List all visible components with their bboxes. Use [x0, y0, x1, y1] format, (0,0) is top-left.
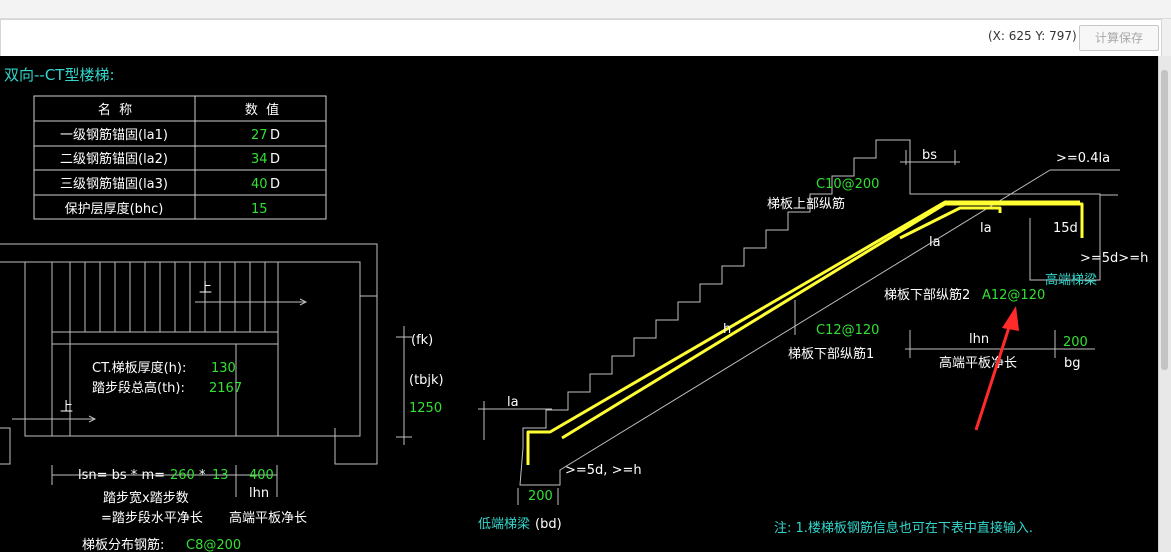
height-label: 踏步段总高(th):	[92, 380, 185, 396]
plan-up-label: 上	[60, 400, 73, 415]
distribution-rebar-value[interactable]: C8@200	[186, 538, 241, 552]
stair-section-view: bs >=0.4la C10@200 梯板上部纵筋 la la 15d >=5d…	[478, 139, 1148, 532]
upper-rebar	[561, 202, 1084, 440]
table-row-value[interactable]: 15	[251, 202, 268, 217]
section-stair-steps	[522, 139, 1101, 448]
plan-lhn-value[interactable]: 400	[249, 468, 274, 483]
height-value[interactable]: 2167	[209, 381, 242, 396]
lower-rebar-2	[899, 206, 1002, 240]
low-beam-width-value[interactable]: 200	[528, 489, 553, 504]
toolbar	[0, 19, 1162, 57]
top-rebar-value[interactable]: C10@200	[816, 177, 879, 192]
scrollbar-thumb[interactable]	[1161, 70, 1168, 370]
calculate-save-button[interactable]: 计算保存	[1079, 25, 1159, 51]
bottom-rebar-1-value[interactable]: C12@120	[816, 323, 879, 338]
table-row-name: 三级钢筋锚固(la3)	[60, 176, 168, 192]
window-top-strip	[0, 0, 1171, 19]
fk-label: (fk)	[411, 333, 433, 348]
stair-plan-view: 上 上 CT.梯板厚度(h): 130 踏步段总高(th): 2167 (fk)…	[0, 243, 444, 552]
table-row-unit: D	[270, 177, 280, 192]
top-rebar-label: 梯板上部纵筋	[767, 196, 845, 212]
bottom-rebar-2-label: 梯板下部纵筋2	[884, 287, 970, 303]
table-row-name: 保护层厚度(bhc)	[65, 201, 164, 217]
anchor-04la-label: >=0.4la	[1056, 151, 1110, 166]
table-row-value[interactable]: 34	[251, 152, 268, 167]
table-row-name: 一级钢筋锚固(la1)	[60, 127, 168, 143]
tbjk-value[interactable]: 1250	[409, 401, 442, 416]
low-hook-label: >=5d, >=h	[565, 463, 642, 478]
lsn-formula-label: lsn= bs * m=	[78, 468, 165, 483]
anchor-la-label: la	[980, 221, 992, 236]
stair-drawing: 双向--CT型楼梯: 名 称 数 值 一级钢筋锚固(la1) 27 D 二级钢筋…	[0, 66, 1148, 552]
thickness-label: CT.梯板厚度(h):	[92, 360, 186, 376]
red-arrow-annotation	[974, 306, 1019, 431]
parameter-table: 名 称 数 值 一级钢筋锚固(la1) 27 D 二级钢筋锚固(la2) 34 …	[33, 95, 327, 220]
times-sign: *	[199, 468, 206, 483]
thickness-h-label: h	[723, 322, 731, 337]
plan-platform-length: 高端平板净长	[229, 510, 307, 526]
low-anchor-la-label: la	[507, 395, 519, 410]
table-header-name: 名 称	[98, 102, 132, 118]
step-desc-1: 踏步宽x踏步数	[103, 490, 189, 506]
table-row-name: 二级钢筋锚固(la2)	[60, 151, 168, 167]
high-end-beam-label: 高端梯梁	[1045, 272, 1097, 288]
section-lhn-label: lhn	[969, 332, 989, 347]
distribution-rebar-label: 梯板分布钢筋:	[82, 537, 164, 552]
coordinate-readout: (X: 625 Y: 797)	[988, 29, 1077, 43]
lower-rebar-1	[526, 200, 1080, 465]
anchor-la-label: la	[929, 235, 941, 250]
tbjk-label: (tbjk)	[409, 373, 444, 388]
plan-stair-treads	[52, 262, 278, 436]
hook-15d-label: 15d	[1053, 221, 1078, 236]
bs-label: bs	[922, 148, 937, 163]
thickness-value[interactable]: 130	[211, 361, 236, 376]
table-row-value[interactable]: 40	[251, 177, 268, 192]
table-header-value: 数 值	[245, 102, 279, 118]
table-row-unit: D	[270, 152, 280, 167]
section-platform-length: 高端平板净长	[939, 355, 1017, 371]
bd-label: (bd)	[535, 517, 562, 532]
plan-lhn-label: lhn	[249, 486, 269, 501]
bottom-rebar-1-label: 梯板下部纵筋1	[788, 346, 874, 362]
plan-up-label: 上	[199, 281, 212, 296]
step-desc-2: =踏步段水平净长	[101, 511, 203, 526]
bottom-rebar-2-value[interactable]: A12@120	[982, 288, 1045, 303]
tread-width-value[interactable]: 260	[170, 468, 195, 483]
drawing-title: 双向--CT型楼梯:	[4, 66, 115, 84]
hook-5d-label: >=5d>=h	[1080, 251, 1148, 266]
drawing-note: 注: 1.楼梯板钢筋信息也可在下表中直接输入.	[774, 520, 1033, 536]
bg-label: bg	[1064, 356, 1081, 371]
drawing-canvas: 双向--CT型楼梯: 名 称 数 值 一级钢筋锚固(la1) 27 D 二级钢筋…	[0, 56, 1158, 552]
step-count-value[interactable]: 13	[212, 468, 229, 483]
low-end-beam-label: 低端梯梁	[478, 517, 530, 532]
table-row-unit: D	[270, 128, 280, 143]
section-lhn-value[interactable]: 200	[1063, 335, 1088, 350]
table-row-value[interactable]: 27	[251, 128, 268, 143]
